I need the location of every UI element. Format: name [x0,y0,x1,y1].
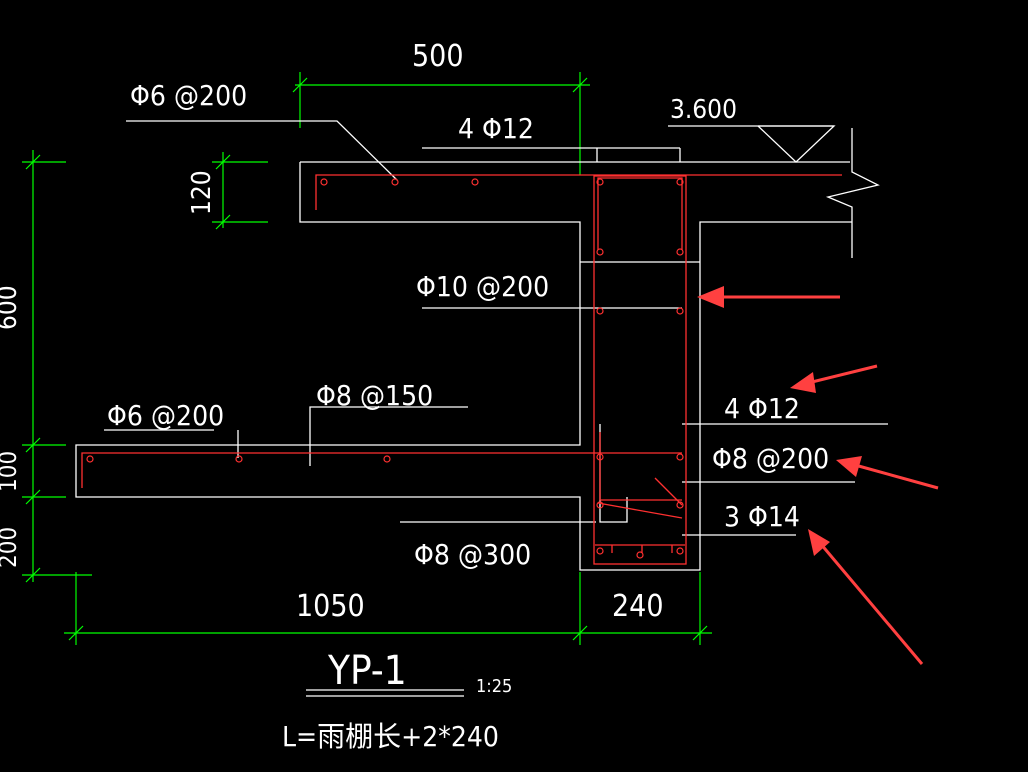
dimension-lines [22,72,712,645]
dim-bottom-span: 1050 [296,589,365,624]
concrete-outline [75,120,888,697]
dim-top-width: 500 [412,39,464,74]
label-top-slab-dist: Φ6 @200 [130,79,247,112]
label-beam-bottom: 3 Φ14 [724,500,800,533]
drawing-title: YP-1 [327,648,407,694]
dim-left-lower-b: 200 [0,527,22,568]
label-beam-top: 4 Φ12 [724,392,800,425]
dim-slab-thickness: 120 [187,170,217,215]
label-top-main: 4 Φ12 [458,112,534,145]
annotation-arrows [697,286,939,665]
label-stirrup-upper: Φ10 @200 [416,270,549,303]
dim-left-lower-a: 100 [0,451,22,492]
label-lower-slab-dist: Φ6 @200 [107,399,224,432]
drawing-scale: 1:25 [476,676,512,697]
drawing-note: L=雨棚长+2*240 [282,720,499,753]
label-elevation: 3.600 [670,95,737,125]
labels: 500 120 600 100 200 1050 240 Φ6 @200 4 Φ… [0,39,829,753]
label-lower-slab-main: Φ8 @150 [316,379,433,412]
label-beam-stirrup: Φ8 @200 [712,442,829,475]
dim-left-height: 600 [0,285,23,330]
rebar-dots [86,178,684,559]
rebar [81,174,842,565]
label-lower-stirrup: Φ8 @300 [414,538,531,571]
dim-beam-width: 240 [612,589,664,624]
